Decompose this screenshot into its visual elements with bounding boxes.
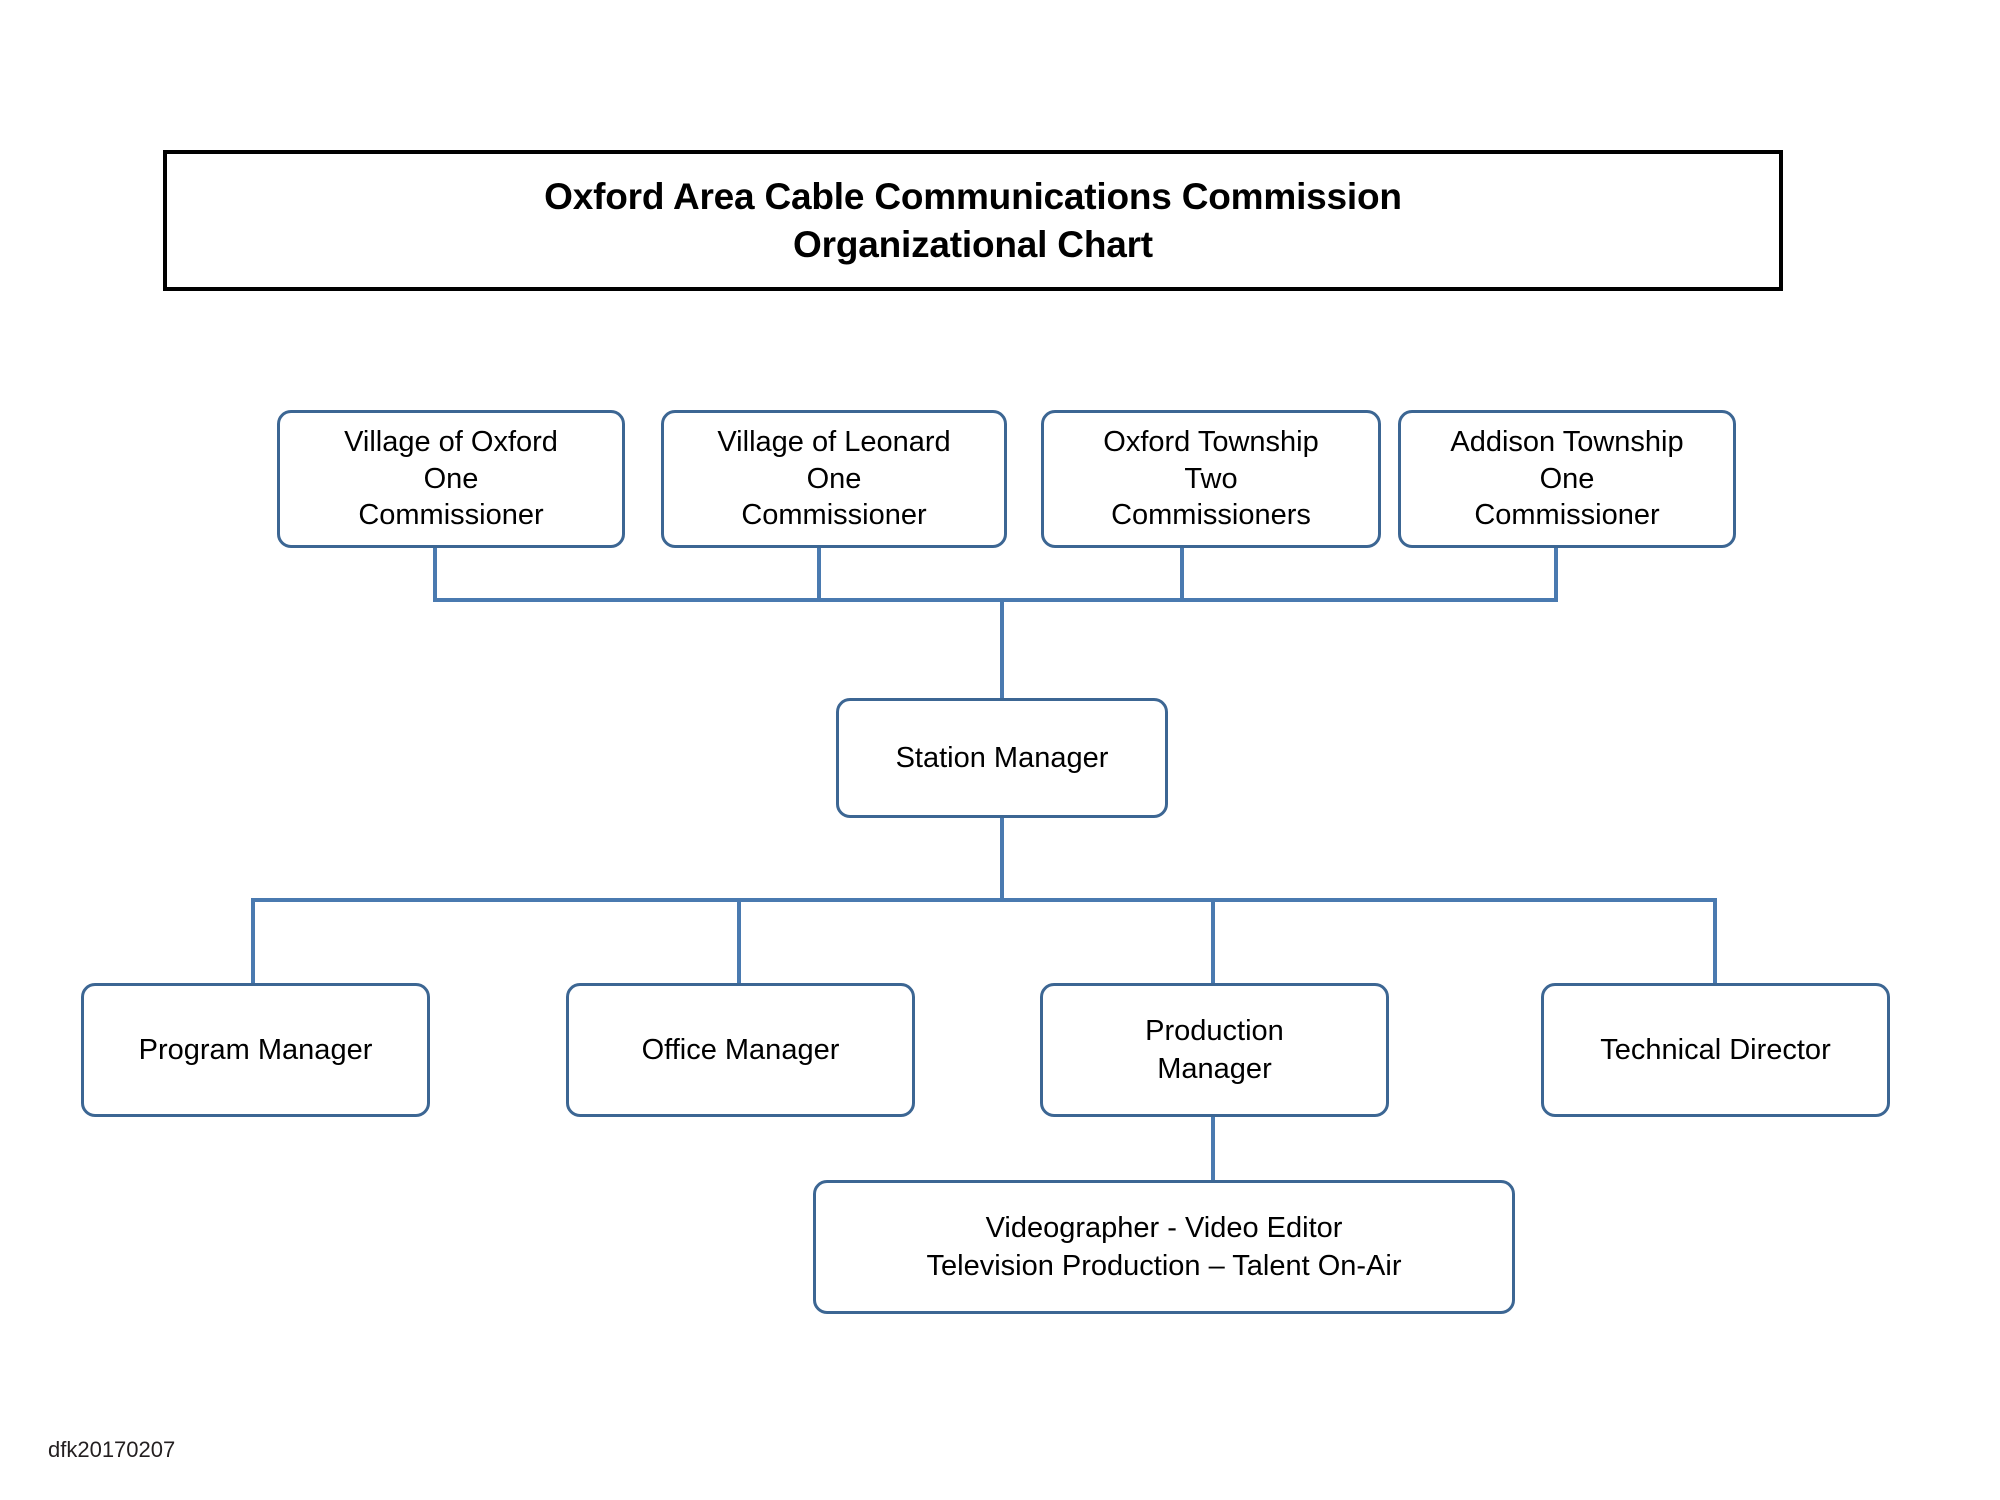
node-line: Two — [1184, 462, 1238, 495]
node-line: Television Production – Talent On-Air — [926, 1250, 1402, 1282]
connector-bus-to-office-manager — [737, 898, 741, 987]
node-line: Oxford Township — [1103, 426, 1319, 459]
node-line: Production — [1145, 1014, 1284, 1047]
chart-title-line-1: Oxford Area Cable Communications Commiss… — [544, 176, 1402, 218]
connector-tier2-bus — [251, 898, 1717, 902]
connector-leonard-village-down — [817, 546, 821, 602]
connector-oxford-twp-down — [1180, 546, 1184, 602]
node-line: Village of Leonard — [717, 426, 951, 459]
node-line: Village of Oxford — [344, 426, 558, 459]
node-line: One — [423, 462, 479, 495]
node-village-of-oxford[interactable]: Village of Oxford One Commissioner — [277, 410, 625, 548]
node-office-manager[interactable]: Office Manager — [566, 983, 915, 1117]
node-technical-director[interactable]: Technical Director — [1541, 983, 1890, 1117]
node-line: Commissioner — [741, 499, 927, 532]
connector-bus-to-program-manager — [251, 898, 255, 987]
node-line: Program Manager — [138, 1033, 373, 1066]
node-line: Addison Township — [1450, 426, 1684, 459]
connector-addison-twp-down — [1554, 546, 1558, 602]
node-line: Commissioner — [358, 499, 544, 532]
node-line: Technical Director — [1600, 1033, 1831, 1066]
node-line: Office Manager — [641, 1033, 840, 1066]
node-line: One — [806, 462, 862, 495]
node-line: Manager — [1157, 1053, 1272, 1085]
node-station-manager[interactable]: Station Manager — [836, 698, 1168, 818]
node-line: Commissioners — [1111, 499, 1311, 532]
node-line: Station Manager — [895, 741, 1109, 774]
node-addison-township[interactable]: Addison Township One Commissioner — [1398, 410, 1736, 548]
connector-oxford-village-down — [433, 546, 437, 602]
node-production-manager[interactable]: Production Manager — [1040, 983, 1389, 1117]
chart-title-line-2: Organizational Chart — [793, 223, 1153, 265]
node-line: Videographer - Video Editor — [985, 1211, 1343, 1244]
connector-bus-to-production-manager — [1211, 898, 1215, 987]
connector-station-manager-down — [1000, 814, 1004, 902]
node-line: Commissioner — [1474, 499, 1660, 532]
connector-bus-to-technical-director — [1713, 898, 1717, 987]
connector-tier1-bus — [433, 598, 1558, 602]
connector-production-manager-to-crew — [1211, 1113, 1215, 1186]
node-oxford-township[interactable]: Oxford Township Two Commissioners — [1041, 410, 1381, 548]
node-production-crew[interactable]: Videographer - Video Editor Television P… — [813, 1180, 1515, 1314]
node-village-of-leonard[interactable]: Village of Leonard One Commissioner — [661, 410, 1007, 548]
connector-bus-to-station-manager — [1000, 598, 1004, 702]
node-program-manager[interactable]: Program Manager — [81, 983, 430, 1117]
chart-title-box: Oxford Area Cable Communications Commiss… — [163, 150, 1783, 291]
document-revision-code: dfk20170207 — [48, 1437, 176, 1462]
node-line: One — [1539, 462, 1595, 495]
